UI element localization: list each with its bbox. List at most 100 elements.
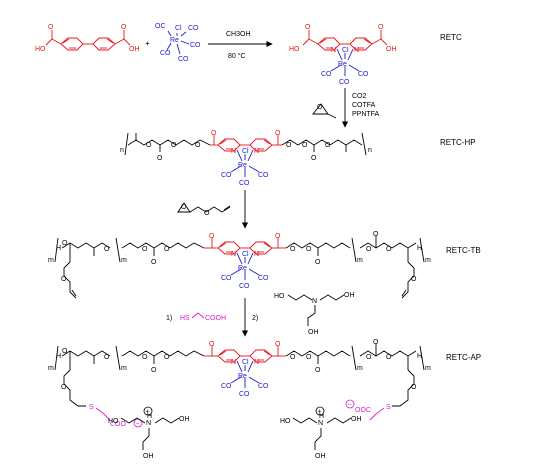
rhenium-precursor: Re Cl OC CO CO CO CO: [155, 23, 201, 63]
cl-atom: Cl: [242, 359, 249, 366]
ho-label: HO: [289, 46, 300, 53]
o-label: O: [315, 259, 321, 266]
o-label: O: [290, 354, 296, 361]
retc-hp-structure: n O O O O O O N N Re Cl CO CO CO O O O O…: [120, 130, 372, 187]
o-label: O: [411, 276, 417, 283]
n-atom: N: [254, 359, 259, 366]
o-label: O: [373, 231, 379, 238]
cl-atom: Cl: [242, 148, 249, 155]
o-label: O: [146, 142, 152, 149]
thioether-s: S: [89, 404, 94, 411]
step3-arrow: O O: [177, 190, 249, 229]
carboxylate: OOC: [355, 407, 371, 414]
o-label: O: [151, 259, 157, 266]
ligand-reactant: O HO O OH: [35, 24, 140, 53]
step4-first-label: 1): [166, 315, 172, 322]
co-ligand: CO: [339, 79, 350, 86]
co-ligand: CO: [239, 180, 250, 187]
m-subscript: m: [357, 365, 363, 372]
step2-cocatalyst: PPNTFA: [352, 111, 380, 118]
ammonium-right: + N H HO OH OH: [280, 406, 362, 460]
plus-sign: +: [318, 409, 322, 416]
oc-ligand: OC: [155, 23, 166, 30]
step2-co2: CO2: [352, 93, 367, 100]
o-label: O: [411, 384, 417, 391]
co-ligand: CO: [188, 25, 199, 32]
step1-arrow: CH3OH 80 °C: [208, 31, 273, 60]
o-label: O: [209, 341, 215, 348]
o-label: O: [302, 142, 308, 149]
o-label: O: [290, 246, 296, 253]
label-retc-hp: RETC-HP: [440, 138, 476, 147]
o-label: O: [386, 246, 392, 253]
cl-atom: Cl: [342, 47, 349, 54]
o-label: O: [195, 142, 201, 149]
o-label: O: [366, 354, 372, 361]
o-label: O: [366, 246, 372, 253]
o-label: O: [104, 246, 110, 253]
h-label: H: [417, 245, 422, 252]
h-label: H: [56, 353, 61, 360]
o-label: O: [142, 354, 148, 361]
o-label: O: [378, 24, 384, 31]
retc-tb-structure: m H O O O m O O O O O N N Re Cl CO CO CO…: [48, 231, 431, 299]
co-ligand: CO: [258, 172, 269, 179]
co-ligand: CO: [221, 275, 232, 282]
n-atom: N: [231, 148, 236, 155]
o-label: O: [306, 354, 312, 361]
label-retc-ap: RETC-AP: [446, 353, 481, 362]
m-subscript: m: [121, 257, 127, 264]
n-atom: N: [254, 251, 259, 258]
o-label: O: [121, 24, 127, 31]
step4-second-label: 2): [252, 315, 258, 322]
re-atom: Re: [238, 373, 247, 380]
co-ligand: CO: [221, 383, 232, 390]
co-ligand: CO: [221, 172, 232, 179]
ho-label: HO: [108, 418, 119, 425]
m-subscript: m: [425, 365, 431, 372]
o-label: O: [211, 130, 217, 137]
plus-sign: +: [146, 409, 150, 416]
o-label: O: [209, 233, 215, 240]
o-label: O: [62, 240, 68, 247]
o-label: O: [325, 142, 331, 149]
co-ligand: CO: [358, 71, 369, 78]
o-label: O: [104, 354, 110, 361]
negative-charge: [345, 399, 355, 409]
n-atom: N: [318, 420, 323, 427]
h-label: H: [319, 413, 324, 420]
epoxide-o: O: [317, 104, 323, 111]
co-ligand: CO: [239, 283, 250, 290]
h-label: H: [147, 413, 152, 420]
retc-structure: O HO O OH N N Re Cl CO CO CO: [289, 24, 397, 86]
label-retc: RETC: [440, 33, 462, 42]
o-label: O: [62, 348, 68, 355]
oh-label: OH: [143, 453, 154, 460]
plus-sign: +: [145, 39, 150, 48]
step1-solvent: CH3OH: [226, 31, 251, 38]
co-ligand: CO: [160, 50, 171, 57]
o-label: O: [142, 246, 148, 253]
re-atom: Re: [170, 37, 179, 44]
o-label: O: [164, 354, 170, 361]
minus-sign: −: [136, 421, 140, 428]
co-ligand: CO: [239, 391, 250, 398]
m-subscript: m: [48, 257, 54, 264]
o-label: O: [275, 341, 281, 348]
minus-sign: −: [348, 402, 352, 409]
m-subscript: m: [48, 365, 54, 372]
oh-label: OH: [315, 453, 326, 460]
co-ligand: CO: [258, 383, 269, 390]
re-atom: Re: [238, 162, 247, 169]
o-label: O: [311, 155, 317, 162]
o-label: O: [164, 246, 170, 253]
n-subscript: n: [120, 147, 124, 154]
o-label: O: [373, 339, 379, 346]
amine-oh: OH: [344, 292, 355, 299]
o-label: O: [305, 24, 311, 31]
re-atom: Re: [238, 265, 247, 272]
re-atom: Re: [338, 61, 347, 68]
cl-atom: Cl: [175, 25, 182, 32]
o-label: O: [171, 142, 177, 149]
